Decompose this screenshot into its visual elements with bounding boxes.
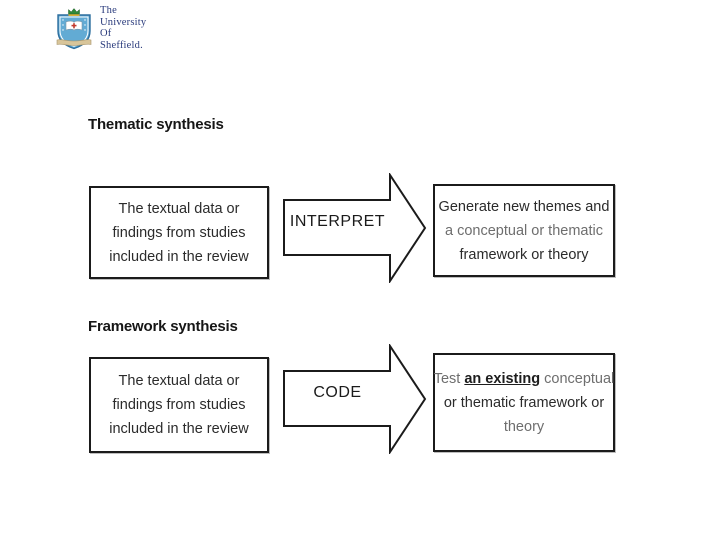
box-text-line: framework or theory	[459, 246, 589, 263]
box-text-line: Generate new themes and	[438, 198, 610, 215]
thematic-result-box: Generate new themes and a conceptual or …	[433, 184, 615, 277]
university-crest-icon	[56, 8, 92, 50]
box-text-segment-emphasis: an existing	[464, 370, 541, 387]
heading-framework-synthesis: Framework synthesis	[88, 318, 238, 335]
right-block-arrow-icon	[283, 173, 427, 283]
code-arrow: CODE	[283, 344, 427, 454]
box-text-line: theory	[503, 418, 545, 435]
box-text-segment: conceptual	[540, 370, 615, 387]
framework-source-box: The textual data or findings from studie…	[89, 357, 269, 453]
box-text-line: or thematic framework or	[443, 394, 605, 411]
thematic-source-box: The textual data or findings from studie…	[89, 186, 269, 279]
box-text-line: The textual data or	[118, 200, 240, 217]
heading-thematic-synthesis: Thematic synthesis	[88, 116, 224, 133]
university-logo: The University Of Sheffield.	[56, 5, 146, 51]
box-text-line: included in the review	[109, 248, 249, 265]
box-text-segment: Test	[433, 370, 465, 387]
framework-result-box: Test an existing conceptual or thematic …	[433, 353, 615, 452]
box-text-line: findings from studies	[112, 224, 246, 241]
university-name-line: Of	[100, 28, 112, 39]
box-text-line: a conceptual or thematic	[445, 222, 603, 239]
box-text-line: The textual data or	[118, 373, 240, 389]
arrow-label-code: CODE	[313, 383, 362, 401]
box-text-line: included in the review	[109, 421, 249, 437]
university-name-line: University	[100, 16, 147, 28]
university-name: The University Of Sheffield.	[100, 5, 146, 51]
arrow-label-interpret: INTERPRET	[289, 212, 386, 230]
box-text-line: findings from studies	[112, 397, 246, 413]
right-block-arrow-icon	[283, 344, 427, 454]
university-name-line: Sheffield.	[100, 39, 143, 51]
university-name-line: The	[100, 5, 117, 16]
box-text-line: Test an existing conceptual	[434, 367, 615, 391]
interpret-arrow: INTERPRET	[283, 173, 427, 283]
